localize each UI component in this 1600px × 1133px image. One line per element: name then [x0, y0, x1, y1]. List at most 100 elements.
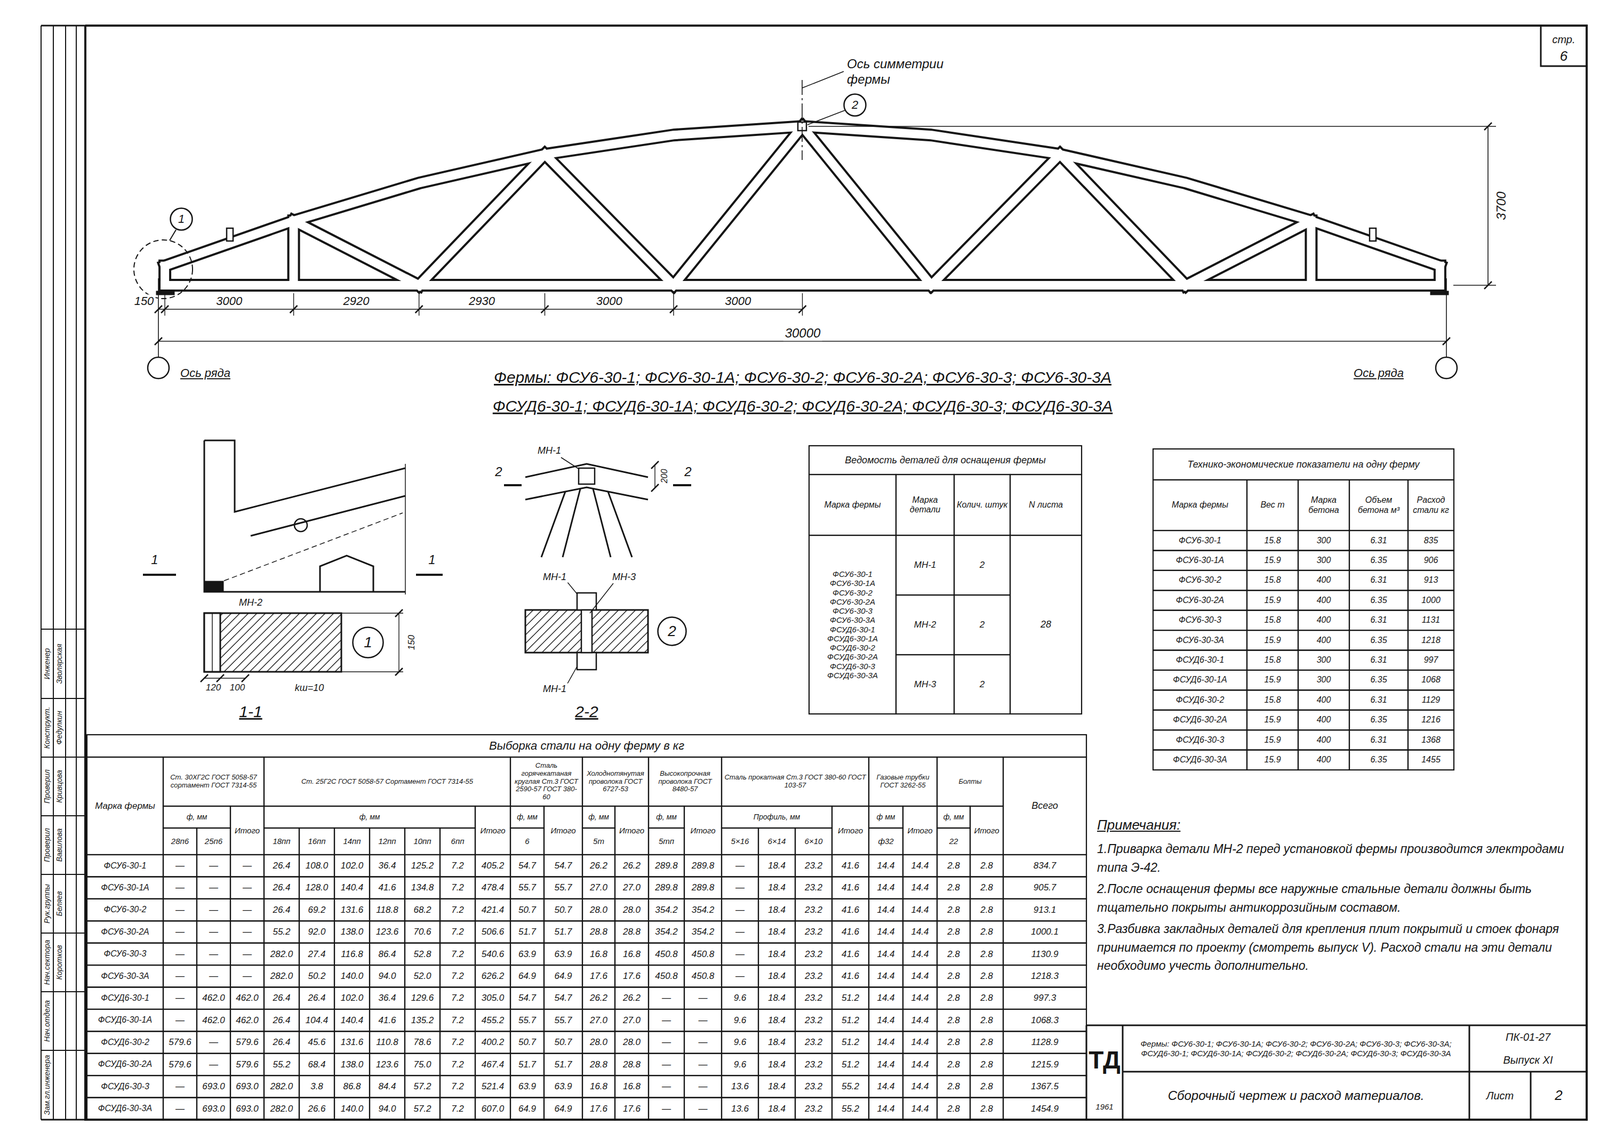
table-cell: 26.2: [614, 993, 649, 1004]
table-grid: [902, 854, 938, 877]
table-grid: [1246, 650, 1299, 671]
dimension-tick: [395, 668, 403, 676]
column-header: 5×16: [721, 836, 759, 846]
table-grid: [264, 1098, 300, 1120]
table-cell: 26.4: [264, 1015, 300, 1027]
stamp-line: [41, 991, 86, 993]
table-grid: [544, 876, 583, 899]
table-cell: 2: [954, 560, 1011, 571]
column-header: Колич. штук: [954, 500, 1011, 510]
table-cell: 50.7: [510, 905, 544, 916]
table-grid: [582, 965, 615, 988]
truss-member-body: [1435, 266, 1445, 286]
table-grid: [614, 854, 649, 877]
table-cell: 23.2: [795, 949, 832, 960]
stamp-role: Рук.группы: [42, 882, 52, 926]
table-cell: 400: [1298, 635, 1350, 646]
table-cell: 14.4: [902, 905, 938, 916]
table-grid: [163, 965, 197, 988]
table-grid: [809, 474, 896, 536]
stamp-line: [41, 628, 86, 630]
dimension-label: 3000: [594, 294, 624, 308]
table-cell: 2.8: [937, 882, 971, 894]
column-header: 22: [937, 836, 971, 846]
table-grid: [230, 921, 264, 943]
table-grid: [721, 854, 759, 877]
table-cell: 108.0: [299, 860, 335, 872]
table-cell: 41.6: [832, 926, 869, 938]
table-cell: 2.8: [970, 993, 1004, 1004]
embedded-plate: [204, 581, 224, 592]
column-header: Ст. 30ХГ2С ГОСТ 5058-57 сортамент ГОСТ 7…: [163, 773, 264, 790]
table-cell: 13.6: [721, 1081, 759, 1093]
hidden-line: [216, 513, 403, 584]
table-grid: [264, 1031, 300, 1054]
column-header: 6×10: [795, 836, 832, 846]
table-grid: [440, 1098, 476, 1120]
table-grid: [1408, 690, 1454, 710]
lantern-post-plate: [226, 228, 234, 242]
column-header: Ст. 25Г2С ГОСТ 5058-57 Сортамент ГОСТ 73…: [264, 778, 511, 787]
table-cell: —: [163, 905, 197, 916]
table-grid: [86, 987, 164, 1010]
table-grid: [163, 854, 197, 877]
truss-member-body: [802, 126, 932, 286]
table-cell: 51.2: [832, 1015, 869, 1027]
table-cell: 14.4: [902, 860, 938, 872]
table-grid: [1298, 530, 1350, 551]
table-grid: [510, 1009, 544, 1032]
table-cell: 14.4: [868, 926, 903, 938]
table-cell: 28.8: [582, 926, 615, 938]
table-grid: [196, 899, 231, 922]
table-cell: 26.2: [582, 860, 615, 872]
table-cell: 2.8: [970, 949, 1004, 960]
column-header: 12пп: [369, 836, 405, 846]
stamp-name: Беляев: [54, 890, 64, 919]
table-cell: 13.6: [721, 1104, 759, 1115]
section-cut-mark: [673, 484, 692, 487]
table-grid: [196, 965, 231, 988]
table-cell: —: [721, 949, 759, 960]
table-grid: [510, 876, 544, 899]
table-cell: 15.9: [1246, 715, 1299, 725]
stamp-name: Вавилова: [54, 827, 64, 864]
table-grid: [937, 921, 971, 943]
table-grid: [902, 899, 938, 922]
table-cell: —: [230, 905, 264, 916]
table-cell: 2.8: [937, 1081, 971, 1093]
table-cell: МН-2: [896, 619, 955, 631]
table-cell: —: [721, 905, 759, 916]
stamp-role: Зам.гл.инженера: [42, 1053, 52, 1117]
table-grid: [163, 987, 197, 1010]
table-grid: [510, 899, 544, 922]
table-cell: 2: [954, 619, 1011, 631]
table-cell: 28.0: [582, 1037, 615, 1048]
table-grid: [475, 1098, 511, 1120]
table-grid: [299, 899, 335, 922]
truss-member-body: [293, 220, 420, 286]
dimension-line: [1487, 126, 1489, 286]
table-cell: 7.2: [440, 905, 476, 916]
table-cell: 1131: [1408, 615, 1454, 626]
table-cell: 1367.5: [1003, 1081, 1087, 1093]
table-grid: [163, 828, 197, 855]
table-cell: МН-1: [896, 560, 955, 571]
stamp-line: [65, 25, 67, 1120]
callout-number: 1: [363, 635, 373, 651]
table-grid: [163, 1009, 197, 1032]
table-cell: 14.4: [902, 1037, 938, 1048]
table-cell: 282.0: [264, 1081, 300, 1093]
table-grid: [475, 876, 511, 899]
table-grid: [902, 806, 938, 855]
table-grid: [1010, 474, 1082, 536]
table-grid: [163, 757, 264, 807]
table-cell: 52.8: [404, 949, 440, 960]
table-grid: [230, 1053, 264, 1076]
table-grid: [582, 1053, 615, 1076]
table-cell: —: [230, 882, 264, 894]
table-cell: 2.8: [970, 1037, 1004, 1048]
table-grid: [721, 876, 759, 899]
table-cell: 2.8: [970, 1015, 1004, 1027]
column-header: 16пп: [299, 836, 335, 846]
title-line: ФСУД6-30-1; ФСУД6-30-1А; ФСУД6-30-2; ФСУ…: [491, 397, 1115, 416]
